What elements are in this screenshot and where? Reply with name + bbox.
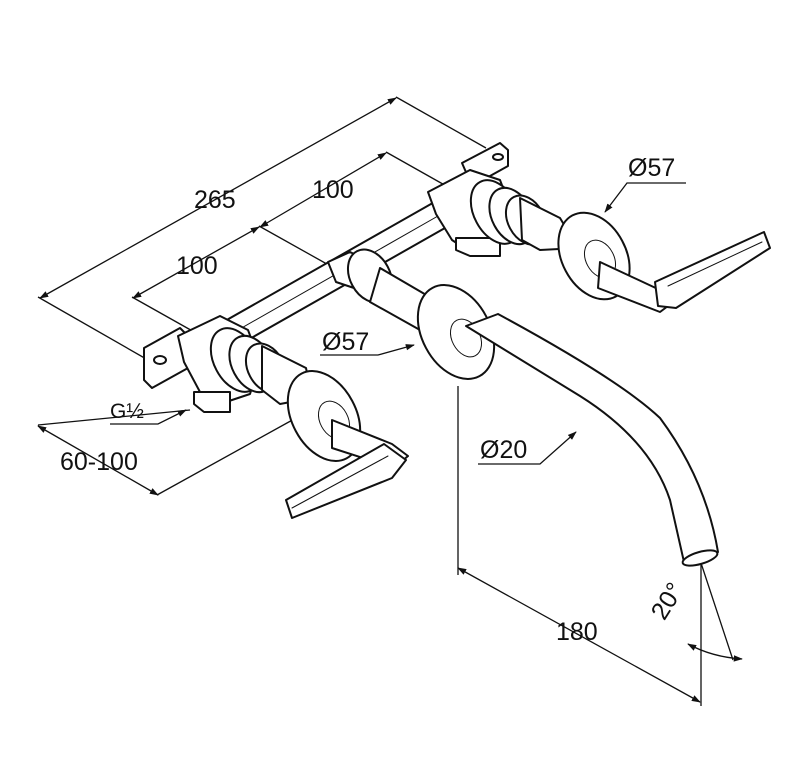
left-handle[interactable] <box>273 359 409 519</box>
center-tee <box>346 248 429 331</box>
right-lever <box>654 231 771 309</box>
dim-line-180 <box>457 567 701 703</box>
label-spacing-left: 100 <box>176 252 218 280</box>
label-spacing-top: 100 <box>312 176 354 204</box>
spout-tube <box>465 313 719 563</box>
left-valve-body <box>143 315 313 413</box>
spout <box>416 284 719 567</box>
dim-line-60-100 <box>37 425 159 496</box>
label-wall-depth: 60-100 <box>60 448 138 476</box>
label-spout-angle: 20° <box>646 578 690 625</box>
dimension-labels: 265 100 100 Ø57 Ø57 G½ 60-100 Ø20 180 20… <box>60 154 689 646</box>
dim-arc-20-degrees <box>687 643 743 662</box>
right-valve-body <box>427 142 579 257</box>
label-spout-diameter: Ø20 <box>480 436 527 464</box>
dim-line-265 <box>39 97 397 299</box>
label-rosette-right: Ø57 <box>628 154 675 182</box>
leader-lines <box>110 182 686 465</box>
label-spout-projection: 180 <box>556 618 598 646</box>
right-handle[interactable] <box>544 200 771 313</box>
label-overall-width: 265 <box>194 186 236 214</box>
dim-line-100-top <box>259 152 387 228</box>
label-rosette-center: Ø57 <box>322 328 369 356</box>
label-thread: G½ <box>110 400 144 423</box>
dim-line-100-left <box>132 226 260 299</box>
dimension-lines <box>37 97 743 703</box>
